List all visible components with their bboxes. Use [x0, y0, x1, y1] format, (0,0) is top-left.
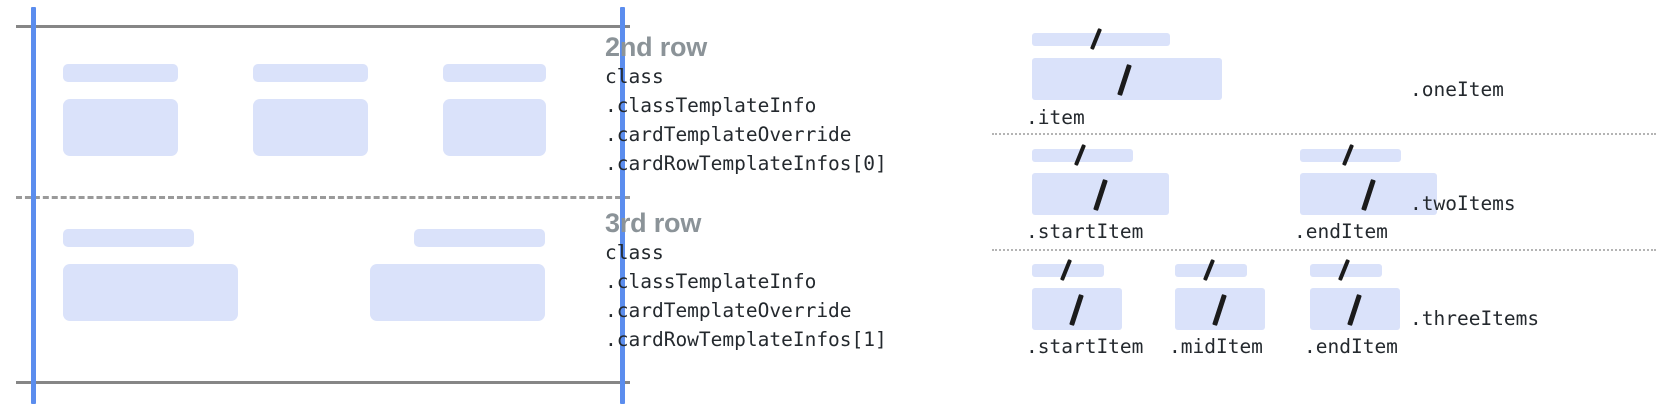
slot-bar: [1032, 149, 1133, 162]
placeholder-box: [63, 264, 238, 321]
annotation-line: class: [605, 65, 664, 88]
slot-bar: [1310, 264, 1382, 277]
annotation-title: 2nd row: [605, 32, 708, 62]
variant-label: .oneItem: [1410, 78, 1504, 101]
preview-row-3: [0, 196, 640, 382]
row-boundary-bottom: [16, 381, 630, 384]
slot-label: .item: [1026, 106, 1085, 129]
margin-guide-right: [620, 7, 625, 404]
annotation-second-row: 2nd row class .classTemplateInfo .cardTe…: [605, 32, 887, 178]
annotation-line: class: [605, 241, 664, 264]
item-slot: .midItem: [1151, 256, 1301, 364]
placeholder-bar: [443, 64, 546, 82]
item-slot: .endItem: [1286, 256, 1436, 364]
row-boundary-top: [16, 25, 630, 28]
slot-label: .endItem: [1294, 220, 1388, 243]
slot-bar: [1032, 33, 1170, 46]
slot-bar: [1175, 264, 1247, 277]
variant-divider-dotted: [992, 249, 1656, 251]
annotation-line: .cardTemplateOverride: [605, 299, 852, 322]
annotation-line: .classTemplateInfo: [605, 270, 817, 293]
item-slot: .endItem: [1276, 140, 1466, 248]
annotation-title: 3rd row: [605, 208, 702, 238]
variant-one-item: .item .oneItem: [986, 22, 1676, 130]
slot-label: .endItem: [1304, 335, 1398, 358]
preview-row-2: [0, 0, 640, 196]
placeholder-bar: [63, 64, 178, 82]
annotation-line: .cardTemplateOverride: [605, 123, 852, 146]
placeholder-bar: [253, 64, 368, 82]
variant-divider-dotted: [992, 133, 1656, 135]
placeholder-bar: [414, 229, 545, 247]
annotation-line: .cardRowTemplateInfos[0]: [605, 152, 887, 175]
item-slot: .item: [1008, 22, 1223, 130]
variant-label: .threeItems: [1410, 307, 1540, 330]
annotation-line: .classTemplateInfo: [605, 94, 817, 117]
variant-two-items: .startItem .endItem .twoItems: [986, 140, 1676, 248]
slot-bar: [1300, 149, 1401, 162]
row-divider-dashed: [16, 196, 630, 199]
slot-bar: [1032, 264, 1104, 277]
variant-label: .twoItems: [1410, 192, 1516, 215]
placeholder-box: [443, 99, 546, 156]
slot-label: .midItem: [1169, 335, 1263, 358]
placeholder-box: [253, 99, 368, 156]
margin-guide-left: [31, 7, 36, 404]
placeholder-box: [370, 264, 545, 321]
item-variants-panel: .item .oneItem .startItem .endItem: [986, 0, 1676, 412]
annotation-third-row: 3rd row class .classTemplateInfo .cardTe…: [605, 208, 887, 354]
placeholder-bar: [63, 229, 194, 247]
card-row-layout-preview: [0, 0, 640, 412]
item-slot: .startItem: [1008, 140, 1198, 248]
annotation-line: .cardRowTemplateInfos[1]: [605, 328, 887, 351]
slot-label: .startItem: [1026, 220, 1144, 243]
variant-three-items: .startItem .midItem .endItem .threeItems: [986, 256, 1676, 364]
slot-label: .startItem: [1026, 335, 1144, 358]
item-slot: .startItem: [1008, 256, 1158, 364]
placeholder-box: [63, 99, 178, 156]
